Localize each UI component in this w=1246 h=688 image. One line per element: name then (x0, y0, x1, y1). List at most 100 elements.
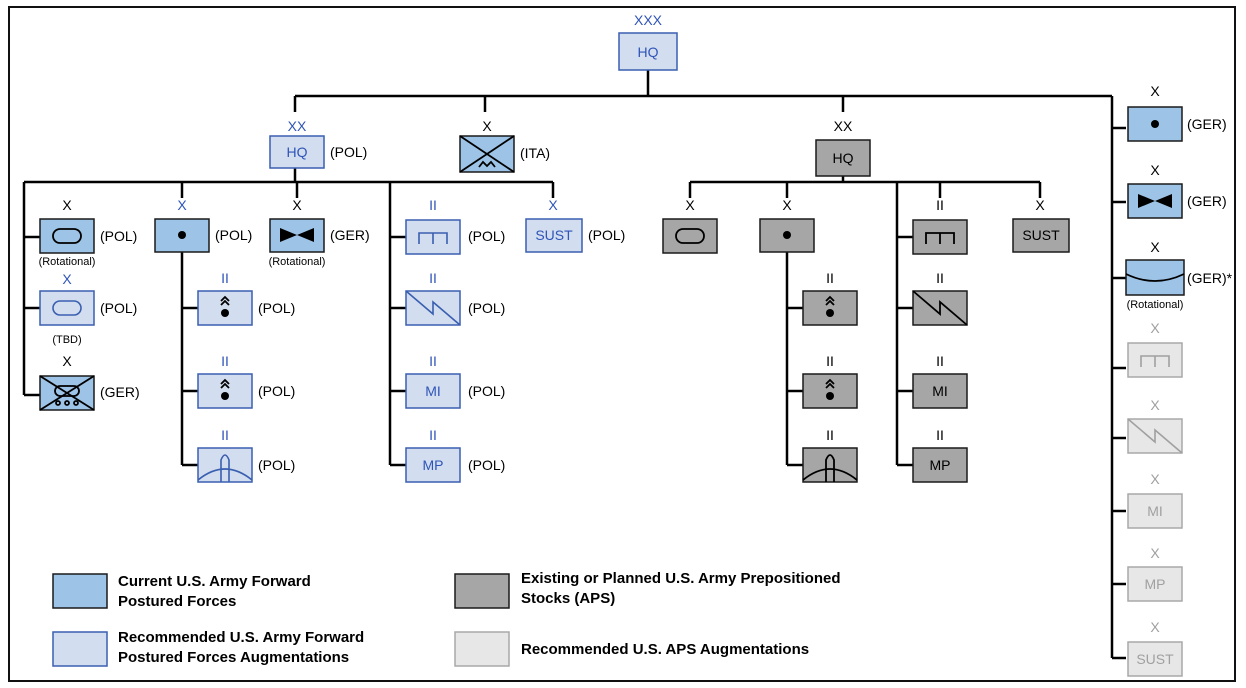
wheel-icon (73, 400, 79, 406)
legend: Current U.S. Army Forward Postured Force… (52, 570, 841, 667)
air-defense-dome-icon (197, 468, 253, 481)
arty-bde-country: (POL) (215, 227, 252, 243)
aviation-brigade-rotational: X (GER) (Rotational) (269, 197, 370, 268)
mp-bn-echelon: II (429, 427, 437, 443)
artillery-dot-icon (1151, 120, 1159, 128)
military-police-battalion: II MP (POL) (405, 427, 505, 483)
air-defense-battalion: II (POL) (197, 427, 295, 483)
wheel-icon (55, 400, 61, 406)
artillery-brigade: X (POL) (154, 197, 252, 253)
connector-lines (22, 70, 1126, 660)
ger-air-defense-brigade-rotational: X (GER)* (Rotational) (1125, 239, 1233, 311)
aps-sust-label: SUST (1022, 227, 1060, 243)
aug-mi-echelon: X (1150, 471, 1160, 487)
armor-bde-echelon: X (62, 197, 72, 213)
engineer-icon (925, 232, 955, 244)
corps-echelon: XXX (634, 12, 663, 28)
artillery-battalion-2: II (POL) (197, 353, 295, 409)
aug-mi: X MI (1127, 471, 1183, 529)
signal-lightning-icon (405, 290, 461, 326)
pol-division-echelon: XX (288, 118, 307, 134)
aps-arty-bn2-echelon: II (826, 353, 834, 369)
signal-lightning-icon (912, 290, 968, 326)
pol-division-country: (POL) (330, 144, 367, 160)
legend-swatch-current (52, 573, 108, 609)
artillery-dot-icon (221, 309, 229, 317)
aps-sust-echelon: X (1035, 197, 1045, 213)
avn-bde-note: (Rotational) (269, 256, 326, 268)
armor-oval-icon (675, 228, 705, 244)
ger-ada-note: (Rotational) (1127, 299, 1184, 311)
legend-swatch-aps (454, 573, 510, 609)
avn-bde-country: (GER) (330, 227, 370, 243)
armor-brigade-rotational: X (POL) (Rotational) (39, 197, 138, 268)
legend-aps-line2: Stocks (APS) (521, 590, 615, 607)
rocket-chevron-icon (825, 378, 835, 389)
armor-bde-note: (Rotational) (39, 256, 96, 268)
armor-oval-icon (52, 228, 82, 244)
mi-bn-echelon: II (429, 353, 437, 369)
legend-aps-aug-line1: Recommended U.S. APS Augmentations (521, 641, 809, 658)
arty-bn1-country: (POL) (258, 300, 295, 316)
aps-mi-echelon: II (936, 353, 944, 369)
air-defense-dome-icon (802, 468, 858, 481)
armor-tbd-note: (TBD) (52, 334, 81, 346)
ger-ada-echelon: X (1150, 239, 1160, 255)
rocket-chevron-icon (220, 295, 230, 306)
sust-bde-country: (POL) (588, 227, 625, 243)
aps-engineer-battalion: II (912, 197, 968, 255)
legend-recommended-line2: Postured Forces Augmentations (118, 649, 349, 666)
aps-mp-battalion: II MP (912, 427, 968, 483)
sustainment-brigade: X SUST (POL) (525, 197, 625, 253)
arty-bn1-echelon: II (221, 270, 229, 286)
sig-bn-country: (POL) (468, 300, 505, 316)
signal-battalion: II (POL) (405, 270, 505, 326)
eng-bn-country: (POL) (468, 228, 505, 244)
aug-mi-label: MI (1147, 503, 1163, 519)
aps-artillery-battalion-2: II (802, 353, 858, 409)
signal-lightning-icon (1127, 418, 1183, 454)
aug-signal: X (1127, 397, 1183, 454)
arty-bde-echelon: X (177, 197, 187, 213)
aps-division-echelon: XX (834, 118, 853, 134)
aps-air-defense-battalion: II (802, 427, 858, 483)
aps-artillery-brigade: X (759, 197, 815, 253)
legend-recommended-line1: Recommended U.S. Army Forward (118, 629, 364, 646)
cavalry-brigade: X (GER) (39, 353, 140, 411)
missile-icon (825, 454, 835, 482)
sust-bde-echelon: X (548, 197, 558, 213)
aps-armor-echelon: X (685, 197, 695, 213)
mi-bn-label: MI (425, 383, 441, 399)
pol-division-hq: XX HQ (POL) (269, 118, 367, 169)
eng-bn-echelon: II (429, 197, 437, 213)
corps-label: HQ (638, 44, 659, 60)
armor-tbd-echelon: X (62, 271, 72, 287)
artillery-battalion-1: II (POL) (197, 270, 295, 326)
aug-sig-echelon: X (1150, 397, 1160, 413)
engineer-battalion: II (POL) (405, 197, 505, 255)
artillery-dot-icon (826, 392, 834, 400)
ada-bn-echelon: II (221, 427, 229, 443)
mp-bn-label: MP (423, 457, 444, 473)
infantry-cross-icon (39, 375, 95, 411)
aps-sustainment-brigade: X SUST (1012, 197, 1070, 253)
legend-aps-line1: Existing or Planned U.S. Army Prepositio… (521, 570, 841, 587)
aps-mp-echelon: II (936, 427, 944, 443)
ger-arty-country: (GER) (1187, 116, 1227, 132)
legend-current-line2: Postured Forces (118, 593, 236, 610)
armor-tbd-country: (POL) (100, 300, 137, 316)
ada-bn-country: (POL) (258, 457, 295, 473)
artillery-dot-icon (221, 392, 229, 400)
ger-artillery-brigade: X (GER) (1127, 83, 1227, 142)
artillery-dot-icon (178, 231, 186, 239)
legend-swatch-aps-augmentation (454, 631, 510, 667)
corps-hq: XXX HQ (618, 12, 678, 71)
diagram-frame (8, 6, 1236, 682)
aps-arty-bn1-echelon: II (826, 270, 834, 286)
aps-sig-echelon: II (936, 270, 944, 286)
mountain-icon (478, 160, 496, 168)
aug-mp: X MP (1127, 545, 1183, 602)
military-intelligence-battalion: II MI (POL) (405, 353, 505, 409)
avn-bde-echelon: X (292, 197, 302, 213)
